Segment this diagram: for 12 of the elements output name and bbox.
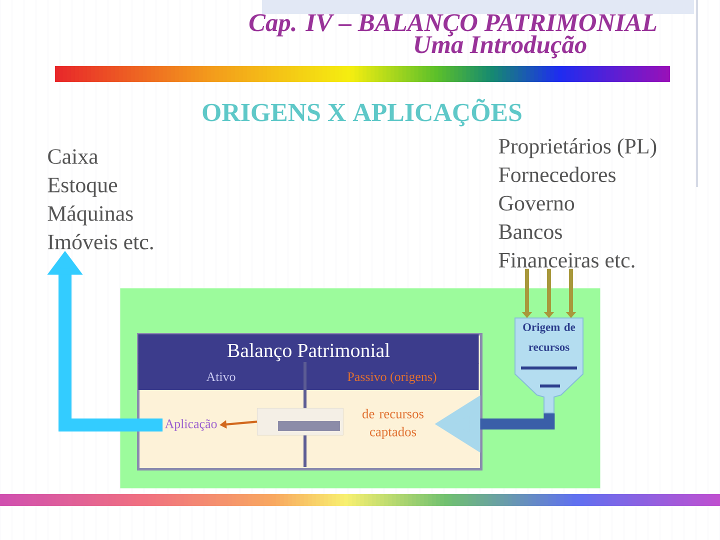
word-list: Caixa Estoque Máquinas Imóveis etc. <box>48 149 153 250</box>
cell-text: Aplicação <box>164 419 217 431</box>
word-list: Proprietários (PL) Fornecedores Governo Bancos Financeiras etc. <box>498 138 656 268</box>
cell-text: de recursos captados <box>362 408 424 440</box>
blank-box <box>257 408 344 436</box>
subtitle: Uma Introdução <box>414 35 586 58</box>
funnel: Origem de recursos <box>514 318 584 414</box>
column-header: Ativo <box>138 364 305 390</box>
column-header: Passivo (origens) <box>305 364 479 390</box>
section-heading: ORIGENS X APLICAÇÕES <box>202 98 522 126</box>
balance-table <box>137 333 482 470</box>
slide-title: Cap. IV – BALANÇO PATRIMONIAL <box>249 14 656 36</box>
